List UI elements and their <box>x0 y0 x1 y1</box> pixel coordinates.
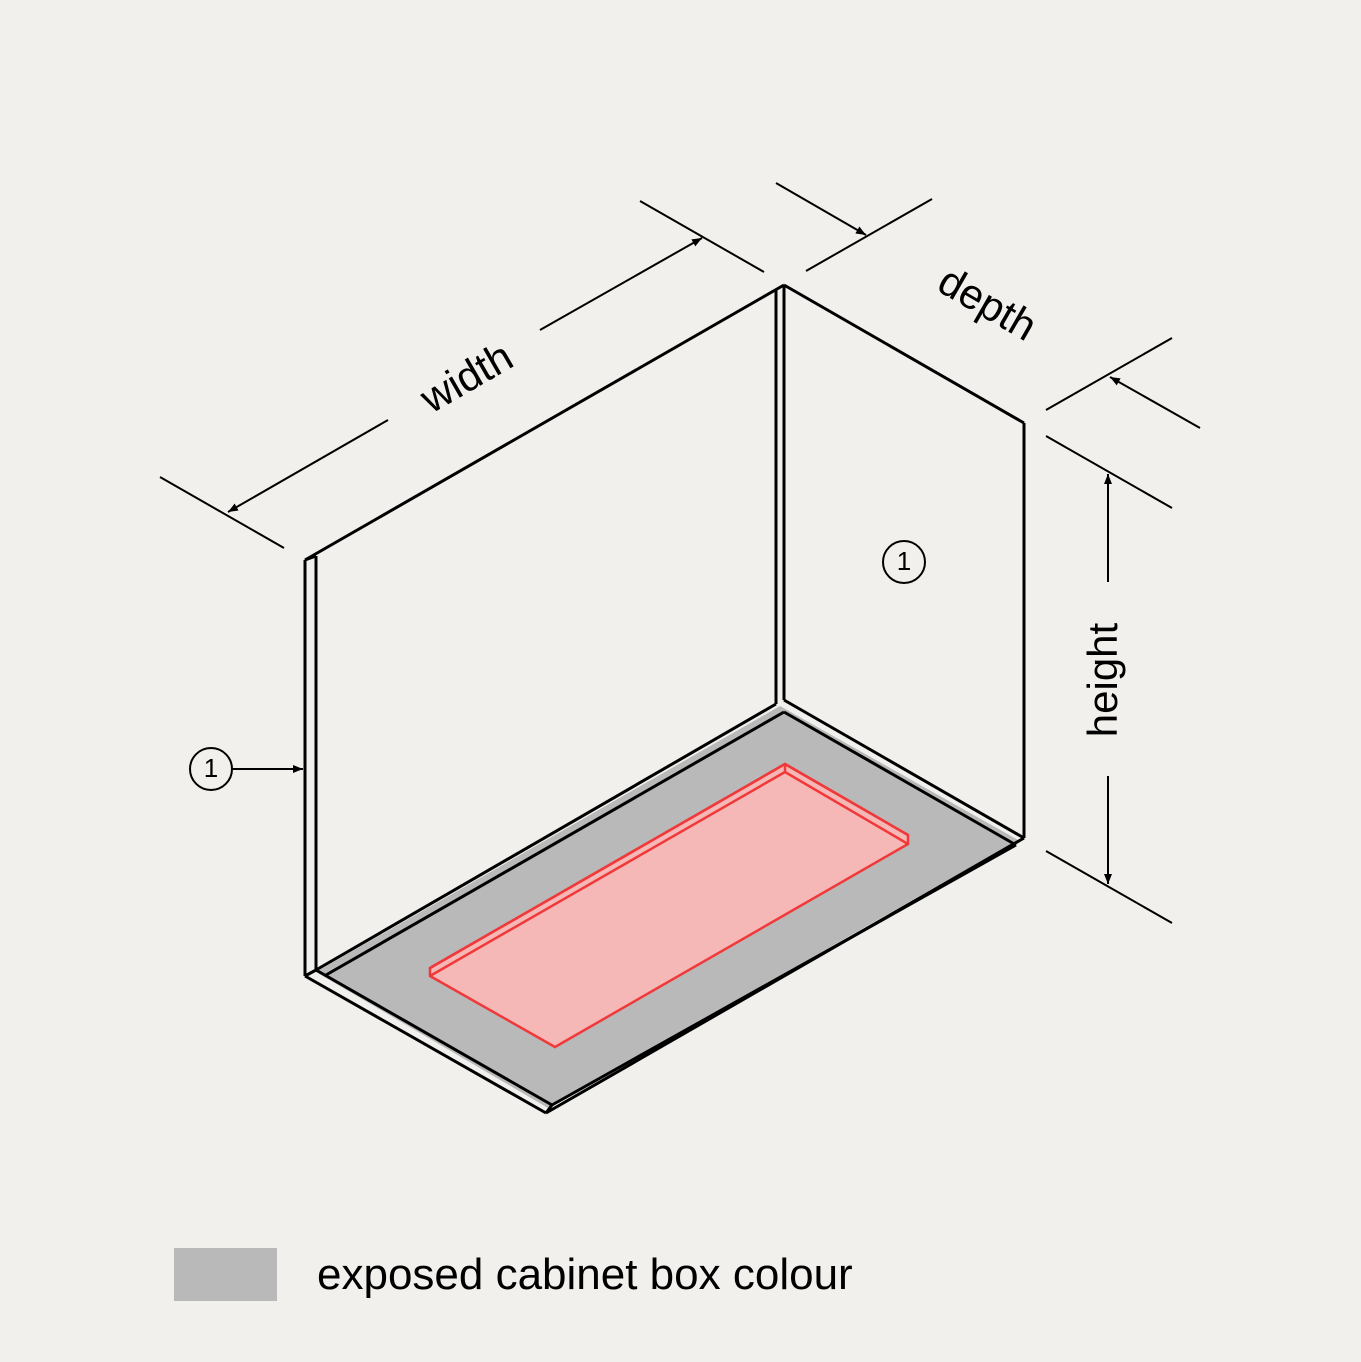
highlighted-insert <box>428 762 910 1049</box>
legend-label: exposed cabinet box colour <box>317 1249 853 1299</box>
height-dimension <box>1045 435 1173 924</box>
depth-dimension <box>775 182 1201 429</box>
cabinet-outline <box>303 283 1026 1115</box>
height-label: height <box>1079 622 1126 737</box>
width-dimension <box>159 200 765 549</box>
legend-swatch <box>174 1248 277 1301</box>
legend: exposed cabinet box colour <box>174 1248 853 1301</box>
svg-text:1: 1 <box>204 753 218 783</box>
depth-label: depth <box>930 256 1045 349</box>
svg-text:1: 1 <box>897 546 911 576</box>
callout-left: 1 <box>189 747 303 791</box>
callout-right: 1 <box>882 540 926 584</box>
width-label: width <box>411 332 520 422</box>
